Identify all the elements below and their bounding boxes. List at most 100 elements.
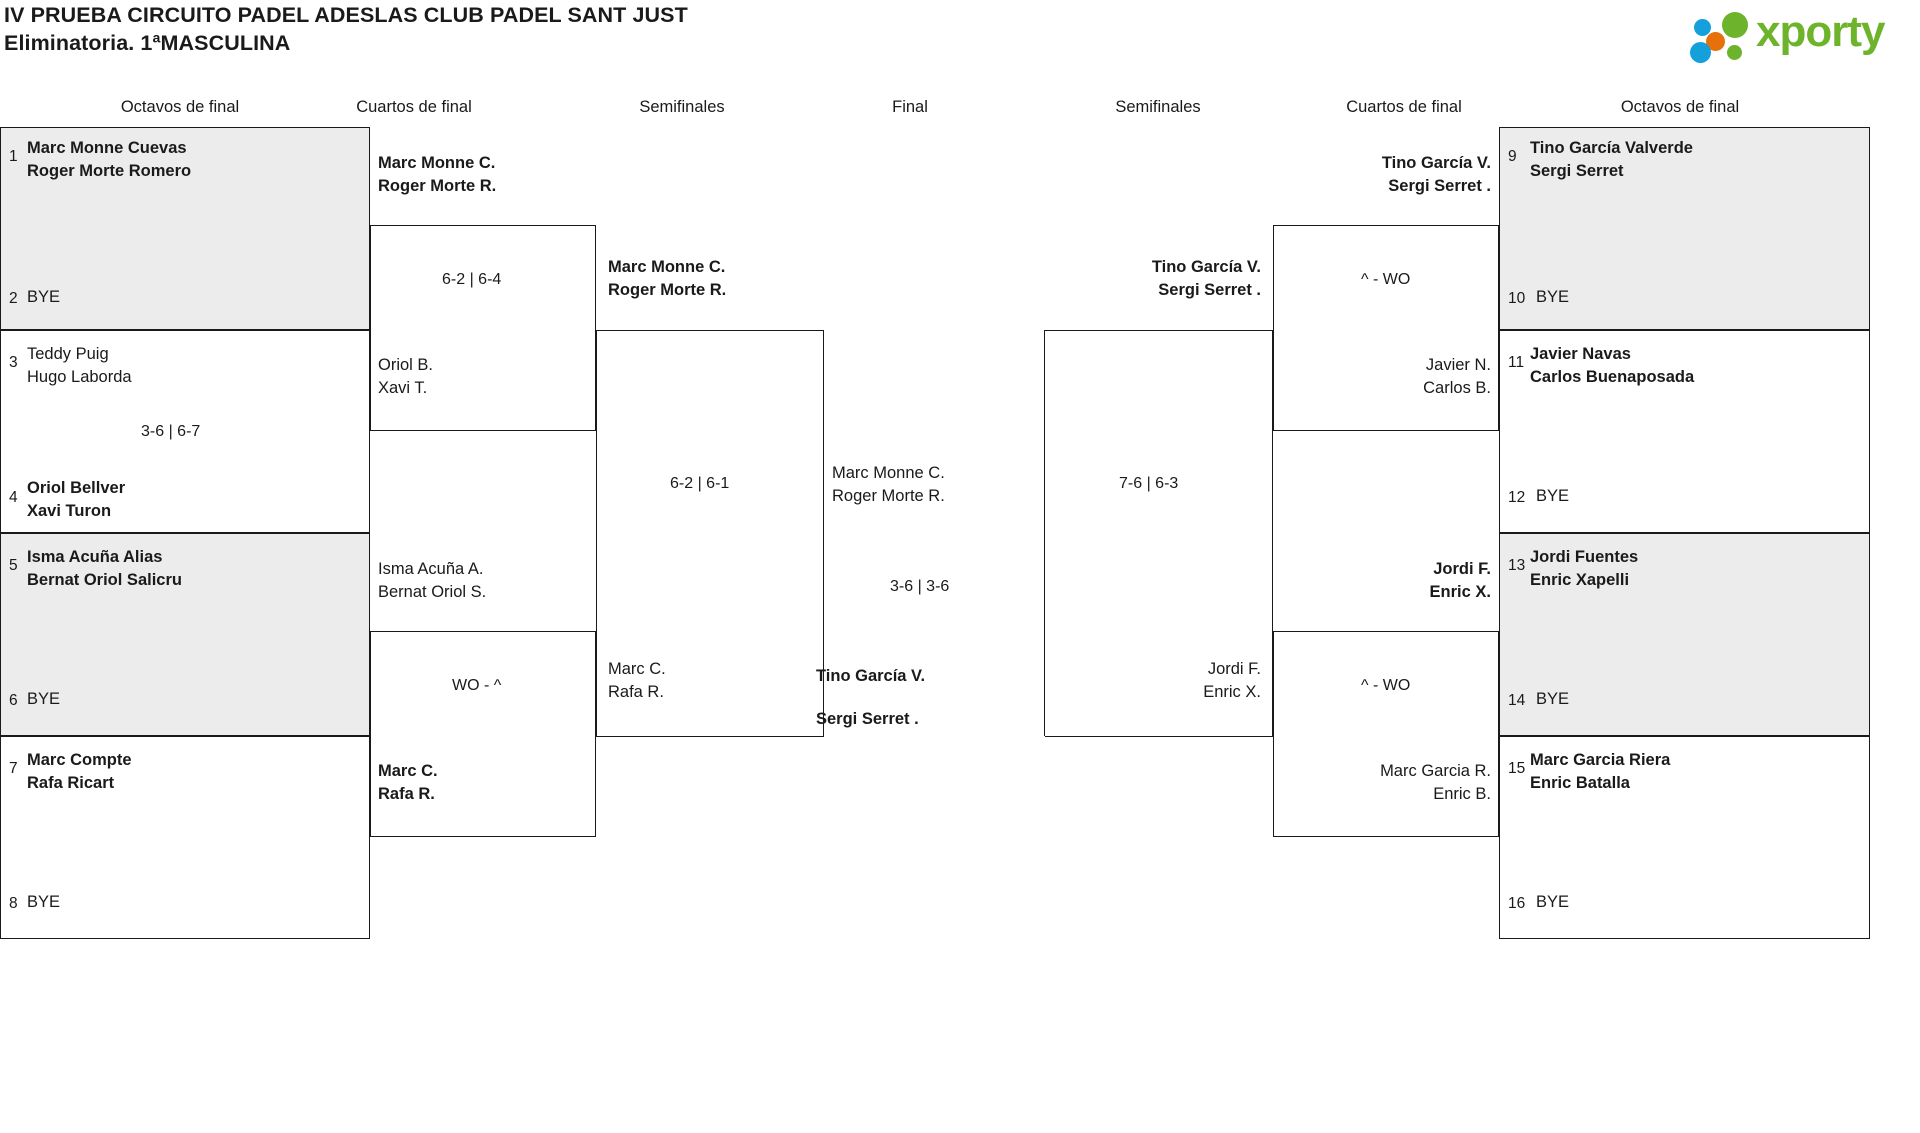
seed-pair-box-3[interactable]: 5 Isma Acuña Alias Bernat Oriol Salicru … bbox=[0, 533, 370, 736]
team-line-2: Sergi Serret bbox=[1530, 162, 1624, 180]
seed-number: 6 bbox=[9, 692, 18, 709]
page-title: IV PRUEBA CIRCUITO PADEL ADESLAS CLUB PA… bbox=[4, 2, 688, 57]
team-line-1: Isma Acuña Alias bbox=[27, 548, 163, 566]
seed-number: 15 bbox=[1508, 760, 1526, 777]
seed-number: 1 bbox=[9, 148, 18, 165]
team-line-1: Marc Garcia R. bbox=[1380, 762, 1491, 780]
title-line-1: IV PRUEBA CIRCUITO PADEL ADESLAS CLUB PA… bbox=[4, 3, 688, 27]
bracket-line bbox=[1272, 330, 1273, 736]
seed-pair-box-8[interactable]: 15 Marc Garcia Riera Enric Batalla 16 BY… bbox=[1499, 736, 1870, 939]
bye-label: BYE bbox=[27, 893, 61, 911]
team-line-1: Marc Compte bbox=[27, 751, 132, 769]
bracket-line bbox=[1273, 631, 1499, 632]
seed-number: 10 bbox=[1508, 290, 1526, 307]
xporty-logo: xporty bbox=[1680, 6, 1910, 64]
team-line-2: Roger Morte R. bbox=[378, 177, 497, 195]
round-header-left-r16: Octavos de final bbox=[120, 98, 240, 116]
qf-match-left-2[interactable]: Isma Acuña A. Bernat Oriol S. WO - ^ Mar… bbox=[370, 546, 596, 836]
bracket-line bbox=[370, 631, 596, 632]
logo-dot-orange bbox=[1706, 32, 1725, 51]
team-line-1: Tino García V. bbox=[1381, 154, 1491, 172]
round-header-right-r16: Octavos de final bbox=[1620, 98, 1740, 116]
seed-number: 13 bbox=[1508, 557, 1526, 574]
bracket-line bbox=[370, 225, 371, 431]
logo-dot-green-small bbox=[1727, 45, 1742, 60]
sf-match-left[interactable]: Marc Monne C. Roger Morte R. 6-2 | 6-1 M… bbox=[596, 242, 824, 732]
round-header-left-qf: Cuartos de final bbox=[356, 98, 472, 116]
qf-match-left-1[interactable]: Marc Monne C. Roger Morte R. 6-2 | 6-4 O… bbox=[370, 140, 596, 430]
logo-dot-blue-top bbox=[1694, 19, 1711, 36]
team-line-1: Oriol Bellver bbox=[27, 479, 126, 497]
round-header-final: Final bbox=[892, 98, 928, 116]
bracket-line bbox=[596, 736, 824, 737]
logo-dot-green-big bbox=[1722, 12, 1748, 38]
qf-match-right-2[interactable]: Jordi F. Enric X. ^ - WO Marc Garcia R. … bbox=[1273, 546, 1499, 836]
team-line-1: Jordi F. bbox=[1207, 660, 1261, 678]
team-line-2: Enric B. bbox=[1433, 785, 1491, 803]
team-line-2: Xavi T. bbox=[378, 379, 428, 397]
seed-number: 2 bbox=[9, 290, 18, 307]
match-score: 6-2 | 6-1 bbox=[670, 475, 730, 492]
bracket-line bbox=[596, 330, 597, 736]
seed-pair-box-1[interactable]: 1 Marc Monne Cuevas Roger Morte Romero 2… bbox=[0, 127, 370, 330]
team-line-1: Marc C. bbox=[608, 660, 666, 678]
team-line-2: Bernat Oriol Salicru bbox=[27, 571, 182, 589]
team-line-2: Hugo Laborda bbox=[27, 368, 132, 386]
match-score: ^ - WO bbox=[1361, 677, 1411, 694]
team-line-2: Sergi Serret . bbox=[1158, 281, 1261, 299]
match-score: WO - ^ bbox=[452, 677, 502, 694]
bye-label: BYE bbox=[1536, 690, 1570, 708]
seed-pair-box-7[interactable]: 13 Jordi Fuentes Enric Xapelli 14 BYE bbox=[1499, 533, 1870, 736]
logo-dot-blue-bot bbox=[1690, 42, 1711, 63]
team-line-2: Carlos Buenaposada bbox=[1530, 368, 1695, 386]
bye-label: BYE bbox=[1536, 288, 1570, 306]
team-line-2: Enric Xapelli bbox=[1530, 571, 1630, 589]
bracket-line bbox=[1044, 330, 1045, 736]
bracket-line bbox=[595, 631, 596, 837]
seed-number: 5 bbox=[9, 557, 18, 574]
team-line-1: Jordi Fuentes bbox=[1530, 548, 1639, 566]
match-score: 3-6 | 3-6 bbox=[890, 578, 950, 595]
team-line-1: Jordi F. bbox=[1433, 560, 1491, 578]
team-line-1: Marc Monne C. bbox=[378, 154, 496, 172]
final-winner-line-2: Sergi Serret . bbox=[816, 710, 919, 728]
bracket-line bbox=[596, 330, 824, 331]
team-line-1: Teddy Puig bbox=[27, 345, 109, 363]
seed-pair-box-6[interactable]: 11 Javier Navas Carlos Buenaposada 12 BY… bbox=[1499, 330, 1870, 533]
seed-number: 7 bbox=[9, 760, 18, 777]
team-line-1: Tino García V. bbox=[816, 667, 926, 685]
team-line-1: Javier N. bbox=[1425, 356, 1491, 374]
title-line-2: Eliminatoria. 1ªMASCULINA bbox=[4, 30, 291, 55]
team-line-1: Isma Acuña A. bbox=[378, 560, 484, 578]
bracket-line bbox=[823, 330, 824, 736]
bracket-line bbox=[1045, 330, 1273, 331]
round-header-right-sf: Semifinales bbox=[1115, 98, 1201, 116]
qf-match-right-1[interactable]: Tino García V. Sergi Serret . ^ - WO Jav… bbox=[1273, 140, 1499, 430]
team-line-1: Tino García V. bbox=[1151, 258, 1261, 276]
team-line-2: Enric Batalla bbox=[1530, 774, 1630, 792]
team-line-2: Sergi Serret . bbox=[1388, 177, 1491, 195]
bye-label: BYE bbox=[27, 288, 61, 306]
bracket-line bbox=[1498, 225, 1499, 431]
match-score: ^ - WO bbox=[1361, 271, 1411, 288]
team-line-2: Bernat Oriol S. bbox=[378, 583, 487, 601]
bracket-line bbox=[1273, 225, 1499, 226]
bye-label: BYE bbox=[27, 690, 61, 708]
bye-label: BYE bbox=[1536, 893, 1570, 911]
seed-pair-box-5[interactable]: 9 Tino García Valverde Sergi Serret 10 B… bbox=[1499, 127, 1870, 330]
seed-pair-box-2[interactable]: 3 Teddy Puig Hugo Laborda 3-6 | 6-7 4 Or… bbox=[0, 330, 370, 533]
seed-pair-box-4[interactable]: 7 Marc Compte Rafa Ricart 8 BYE bbox=[0, 736, 370, 939]
bracket-line bbox=[1273, 631, 1274, 837]
sf-match-right[interactable]: Tino García V. Sergi Serret . 7-6 | 6-3 … bbox=[1045, 242, 1273, 732]
team-line-2: Roger Morte R. bbox=[608, 281, 727, 299]
team-line-2: Xavi Turon bbox=[27, 502, 112, 520]
team-line-2: Rafa R. bbox=[378, 785, 435, 803]
round-header-right-qf: Cuartos de final bbox=[1346, 98, 1462, 116]
team-line-2: Rafa R. bbox=[608, 683, 664, 701]
seed-number: 11 bbox=[1508, 354, 1525, 371]
team-line-2: Rafa Ricart bbox=[27, 774, 115, 792]
team-line-1: Marc Monne C. bbox=[832, 464, 945, 482]
final-match[interactable]: Marc Monne C. Roger Morte R. 3-6 | 3-6 T… bbox=[816, 440, 1044, 700]
logo-wordmark: xporty bbox=[1756, 7, 1885, 56]
match-score: 7-6 | 6-3 bbox=[1119, 475, 1179, 492]
